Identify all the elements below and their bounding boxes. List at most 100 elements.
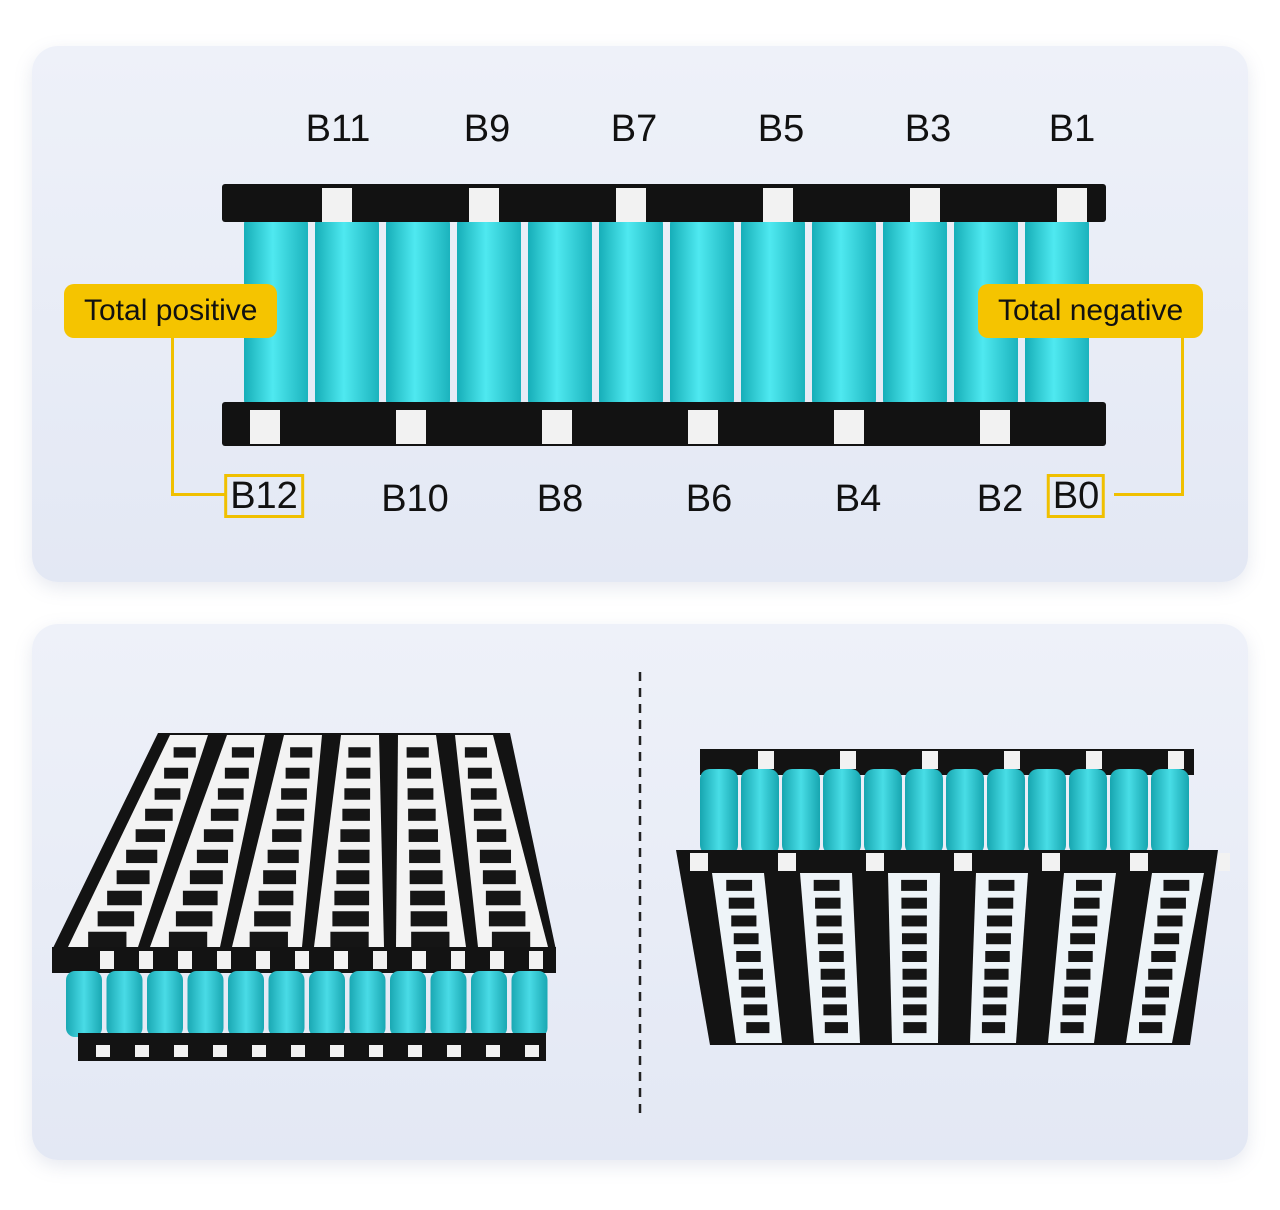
battery-cell [430, 971, 467, 1037]
battery-cell [187, 971, 224, 1037]
nickel-strip [232, 735, 322, 948]
battery-cell [741, 769, 779, 855]
battery-front-view [222, 184, 1106, 446]
battery-cell [823, 769, 861, 855]
nickel-tab [486, 1045, 500, 1057]
label-b11: B11 [305, 108, 371, 150]
nickel-tab [178, 951, 192, 969]
nickel-tab [1218, 853, 1230, 871]
battery-cell [147, 971, 183, 1037]
battery-cell [228, 971, 264, 1037]
nickel-tab [291, 1045, 305, 1057]
nickel-tab [529, 951, 543, 969]
battery-cell [905, 769, 943, 855]
nickel-tab [834, 410, 864, 444]
label-b10: B10 [381, 478, 449, 520]
battery-cell [511, 971, 548, 1037]
nickel-tab [954, 853, 972, 871]
nickel-tab [1086, 751, 1102, 769]
nickel-tab [778, 853, 796, 871]
label-b9: B9 [463, 108, 511, 150]
nickel-tab [490, 951, 504, 969]
label-b8: B8 [536, 478, 584, 520]
nickel-tab [96, 1045, 110, 1057]
battery-cell [106, 971, 143, 1037]
label-b4: B4 [834, 478, 882, 520]
battery-cell [782, 769, 820, 855]
nickel-strip [970, 873, 1028, 1043]
nickel-tab [1168, 751, 1184, 769]
nickel-strip [712, 873, 782, 1043]
nickel-tab [690, 853, 708, 871]
nickel-strip [455, 735, 548, 948]
pack-side-perspective [676, 749, 1230, 1045]
battery-cell [390, 971, 426, 1037]
nickel-tabs [250, 188, 1087, 444]
battery-cell [349, 971, 386, 1037]
battery-cell [457, 214, 521, 410]
nickel-strip [1126, 873, 1204, 1043]
positive-wire-vertical [171, 338, 174, 496]
battery-cell [315, 214, 379, 410]
nickel-tab [213, 1045, 227, 1057]
nickel-tab [252, 1045, 266, 1057]
battery-cell [741, 214, 805, 410]
nickel-tab [256, 951, 270, 969]
nickel-tab [1130, 853, 1148, 871]
top-holder [222, 184, 1106, 222]
battery-cell [1028, 769, 1066, 855]
nickel-strip [888, 873, 940, 1043]
nickel-tab [135, 1045, 149, 1057]
nickel-tab [139, 951, 153, 969]
battery-cell [883, 214, 947, 410]
nickel-tab [763, 188, 793, 222]
nickel-tab [373, 951, 387, 969]
battery-cell [812, 214, 876, 410]
nickel-tab [295, 951, 309, 969]
nickel-strip [68, 735, 208, 948]
battery-cell [946, 769, 984, 855]
nickel-tab [922, 751, 938, 769]
nickel-tab [616, 188, 646, 222]
nickel-tab [408, 1045, 422, 1057]
total-positive-tag: Total positive [64, 284, 278, 338]
label-b1: B1 [1048, 108, 1096, 150]
battery-cell [66, 971, 102, 1037]
nickel-tab [250, 410, 280, 444]
nickel-tab [369, 1045, 383, 1057]
bottom-holder [222, 402, 1106, 446]
nickel-tab [980, 410, 1010, 444]
battery-cell [268, 971, 305, 1037]
label-b5: B5 [757, 108, 805, 150]
positive-wire-horizontal [171, 493, 225, 496]
nickel-tab [688, 410, 718, 444]
nickel-tab [334, 951, 348, 969]
battery-cell [309, 971, 345, 1037]
nickel-strip [1048, 873, 1116, 1043]
battery-cell [471, 971, 507, 1037]
battery-cell [1110, 769, 1148, 855]
nickel-tab [217, 951, 231, 969]
label-b7: B7 [610, 108, 658, 150]
nickel-tab [840, 751, 856, 769]
label-b12: B12 [224, 474, 304, 518]
nickel-strip [800, 873, 860, 1043]
nickel-tab [469, 188, 499, 222]
nickel-tab [100, 951, 114, 969]
battery-cell [599, 214, 663, 410]
label-b2: B2 [976, 478, 1024, 520]
battery-cell [670, 214, 734, 410]
nickel-tab [174, 1045, 188, 1057]
negative-wire-horizontal [1114, 493, 1184, 496]
battery-cell [987, 769, 1025, 855]
nickel-tab [330, 1045, 344, 1057]
battery-cell [864, 769, 902, 855]
cell-row [244, 214, 1089, 410]
nickel-tab [447, 1045, 461, 1057]
battery-cell [1151, 769, 1189, 855]
nickel-strip [396, 735, 466, 948]
nickel-tab [451, 951, 465, 969]
nickel-tab [1057, 188, 1087, 222]
battery-cell [386, 214, 450, 410]
nickel-tab [525, 1045, 539, 1057]
